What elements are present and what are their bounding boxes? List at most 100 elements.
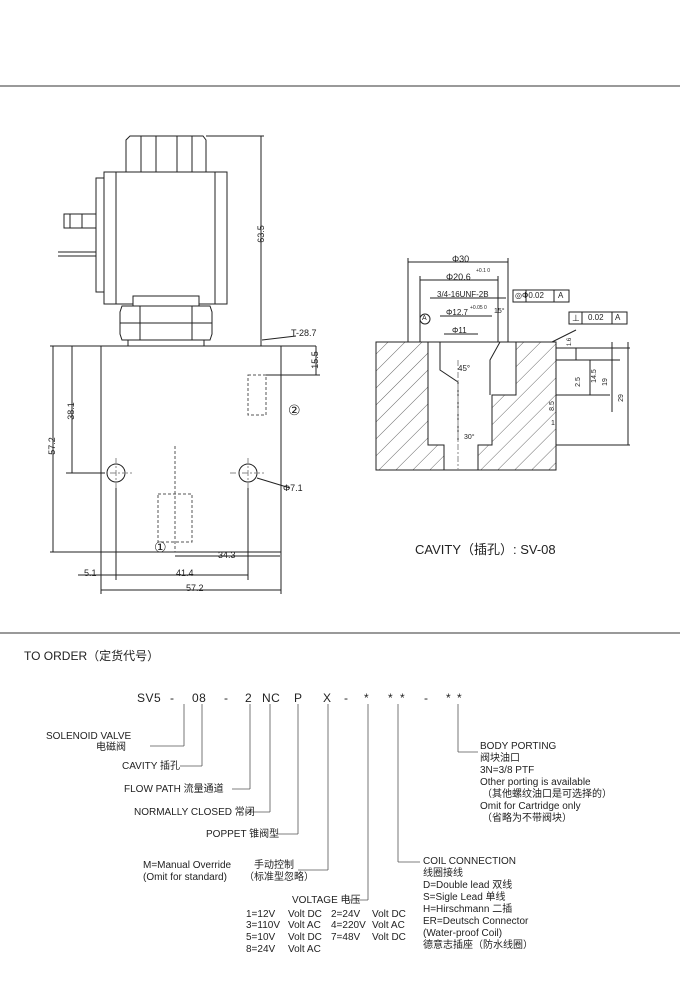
voltage-cell: Volt AC	[288, 944, 321, 955]
dim-phi12-7: Φ12.7	[446, 308, 468, 317]
code-x: X	[323, 691, 332, 705]
code-dash-2: -	[224, 691, 229, 705]
coil-er: ER=Deutsch Connector	[423, 916, 529, 927]
dim-41-4: 41.4	[176, 568, 194, 578]
port-2-marker: ②	[288, 402, 301, 418]
dim-19: 19	[601, 378, 609, 386]
body-other-cn: （其他螺纹油口是可选择的）	[482, 789, 612, 800]
port-1-marker: ①	[154, 539, 167, 555]
label-omit-en: (Omit for standard)	[143, 872, 227, 883]
dim-deg45: 45°	[458, 364, 471, 373]
coil-cn2: 德意志插座（防水线圈）	[423, 940, 533, 951]
valve-block	[100, 345, 282, 553]
voltage-cell: Volt DC	[372, 932, 406, 943]
code-2: 2	[245, 691, 253, 705]
dim-8-5: 8.5	[548, 401, 556, 411]
code-coil-star-2: *	[400, 691, 406, 705]
dim-phi11: Φ11	[452, 326, 467, 335]
dim-57-2-vertical: 57.2	[46, 437, 57, 455]
dim-deg15: 15°	[494, 308, 505, 315]
voltage-cell: Volt DC	[372, 909, 406, 920]
code-body-star-2: *	[457, 691, 463, 705]
datum-a-circle: A	[422, 315, 427, 322]
voltage-cell: 7=48V	[331, 932, 361, 943]
dim-38-1: 38.1	[65, 402, 76, 420]
cavity-hatch	[375, 341, 557, 471]
body-3n: 3N=3/8 PTF	[480, 765, 535, 776]
label-poppet: POPPET 锥阀型	[206, 829, 280, 840]
top-nut	[125, 135, 207, 173]
coil-h: H=Hirschmann 二插	[423, 904, 513, 915]
dim-1: 1	[551, 420, 555, 427]
order-leaders	[150, 704, 478, 901]
coil-body	[103, 171, 228, 305]
label-manual-cn: 手动控制	[254, 860, 294, 871]
cavity-label: CAVITY（插孔）: SV-08	[415, 542, 556, 557]
label-manual-en: M=Manual Override	[143, 860, 232, 871]
dim-thread: 3/4-16UNF-2B	[437, 290, 489, 299]
connector	[95, 177, 105, 293]
label-cavity: CAVITY 插孔	[122, 761, 180, 772]
code-sv5: SV5	[137, 691, 162, 705]
dim-1-6: 1.6	[567, 337, 574, 347]
gdt-datum-a-2: A	[615, 313, 621, 322]
dim-phi12-7-tol: +0.05 0	[470, 305, 487, 311]
voltage-cell: 5=10V	[246, 932, 276, 943]
voltage-cell: Volt AC	[288, 920, 321, 931]
label-solenoid-en: SOLENOID VALVE	[46, 731, 132, 742]
voltage-cell: 2=24V	[331, 909, 361, 920]
body-omit-cn: （省略为不带阀块）	[482, 813, 572, 824]
cavity-section	[375, 258, 630, 471]
voltage-cell: 4=220V	[331, 920, 366, 931]
gdt-datum-a-1: A	[558, 291, 564, 300]
code-dash-1: -	[170, 691, 175, 705]
label-normally-closed: NORMALLY CLOSED 常闭	[134, 807, 255, 818]
voltage-cell: 1=12V	[246, 909, 276, 920]
label-voltage: VOLTAGE 电压	[292, 895, 361, 906]
voltage-cell: Volt DC	[288, 932, 322, 943]
code-p: P	[294, 691, 303, 705]
voltage-cell: Volt DC	[288, 909, 322, 920]
body-title: BODY PORTING	[480, 741, 557, 752]
dim-phi20-6-tol: +0.1 0	[476, 268, 491, 274]
dim-2-5: 2.5	[574, 377, 582, 387]
dim-29: 29	[617, 394, 625, 402]
code-dash-3: -	[344, 691, 349, 705]
voltage-cell: Volt AC	[372, 920, 405, 931]
dim-57-2-horizontal: 57.2	[186, 583, 204, 593]
code-08: 08	[192, 691, 207, 705]
coil-cn: 线圈接线	[423, 868, 463, 879]
gdt-perp-symbol: ⊥	[572, 313, 580, 323]
coil-s: S=Sigle Lead 单线	[423, 892, 506, 903]
valve-drawing	[50, 135, 320, 594]
code-voltage-star: *	[364, 691, 370, 705]
gdt-concentric: ◎Φ0.02	[515, 291, 544, 300]
body-omit: Omit for Cartridge only	[480, 801, 581, 812]
body-other: Other porting is available	[480, 777, 591, 788]
code-coil-star-1: *	[388, 691, 394, 705]
label-solenoid-cn: 电磁阀	[96, 742, 126, 753]
code-body-star-1: *	[446, 691, 452, 705]
dim-15-5: 15.5	[309, 351, 320, 369]
order-title: TO ORDER（定货代号）	[24, 649, 160, 663]
coil-d: D=Double lead 双线	[423, 880, 513, 891]
code-nc: NC	[262, 691, 281, 705]
voltage-cell: 8=24V	[246, 944, 276, 955]
dim-phi20-6: Φ20.6	[446, 272, 471, 282]
coil-title: COIL CONNECTION	[423, 856, 516, 867]
terminal	[63, 213, 97, 229]
gdt-perp-value: 0.02	[588, 313, 604, 322]
dim-5-1: 5.1	[84, 568, 97, 578]
label-flow-path: FLOW PATH 流量通道	[124, 784, 224, 795]
voltage-cell: 3=110V	[246, 920, 281, 931]
code-dash-4: -	[424, 691, 429, 705]
dim-63-5: 63.5	[255, 225, 266, 243]
dim-34-3: 34.3	[218, 550, 236, 560]
body-cn: 阀块油口	[480, 753, 520, 764]
dim-phi7-1: Φ7.1	[283, 483, 303, 493]
label-omit-cn: （标准型忽略）	[244, 872, 314, 883]
coil-wp: (Water-proof Coil)	[423, 928, 503, 939]
dim-deg30: 30°	[464, 434, 475, 441]
